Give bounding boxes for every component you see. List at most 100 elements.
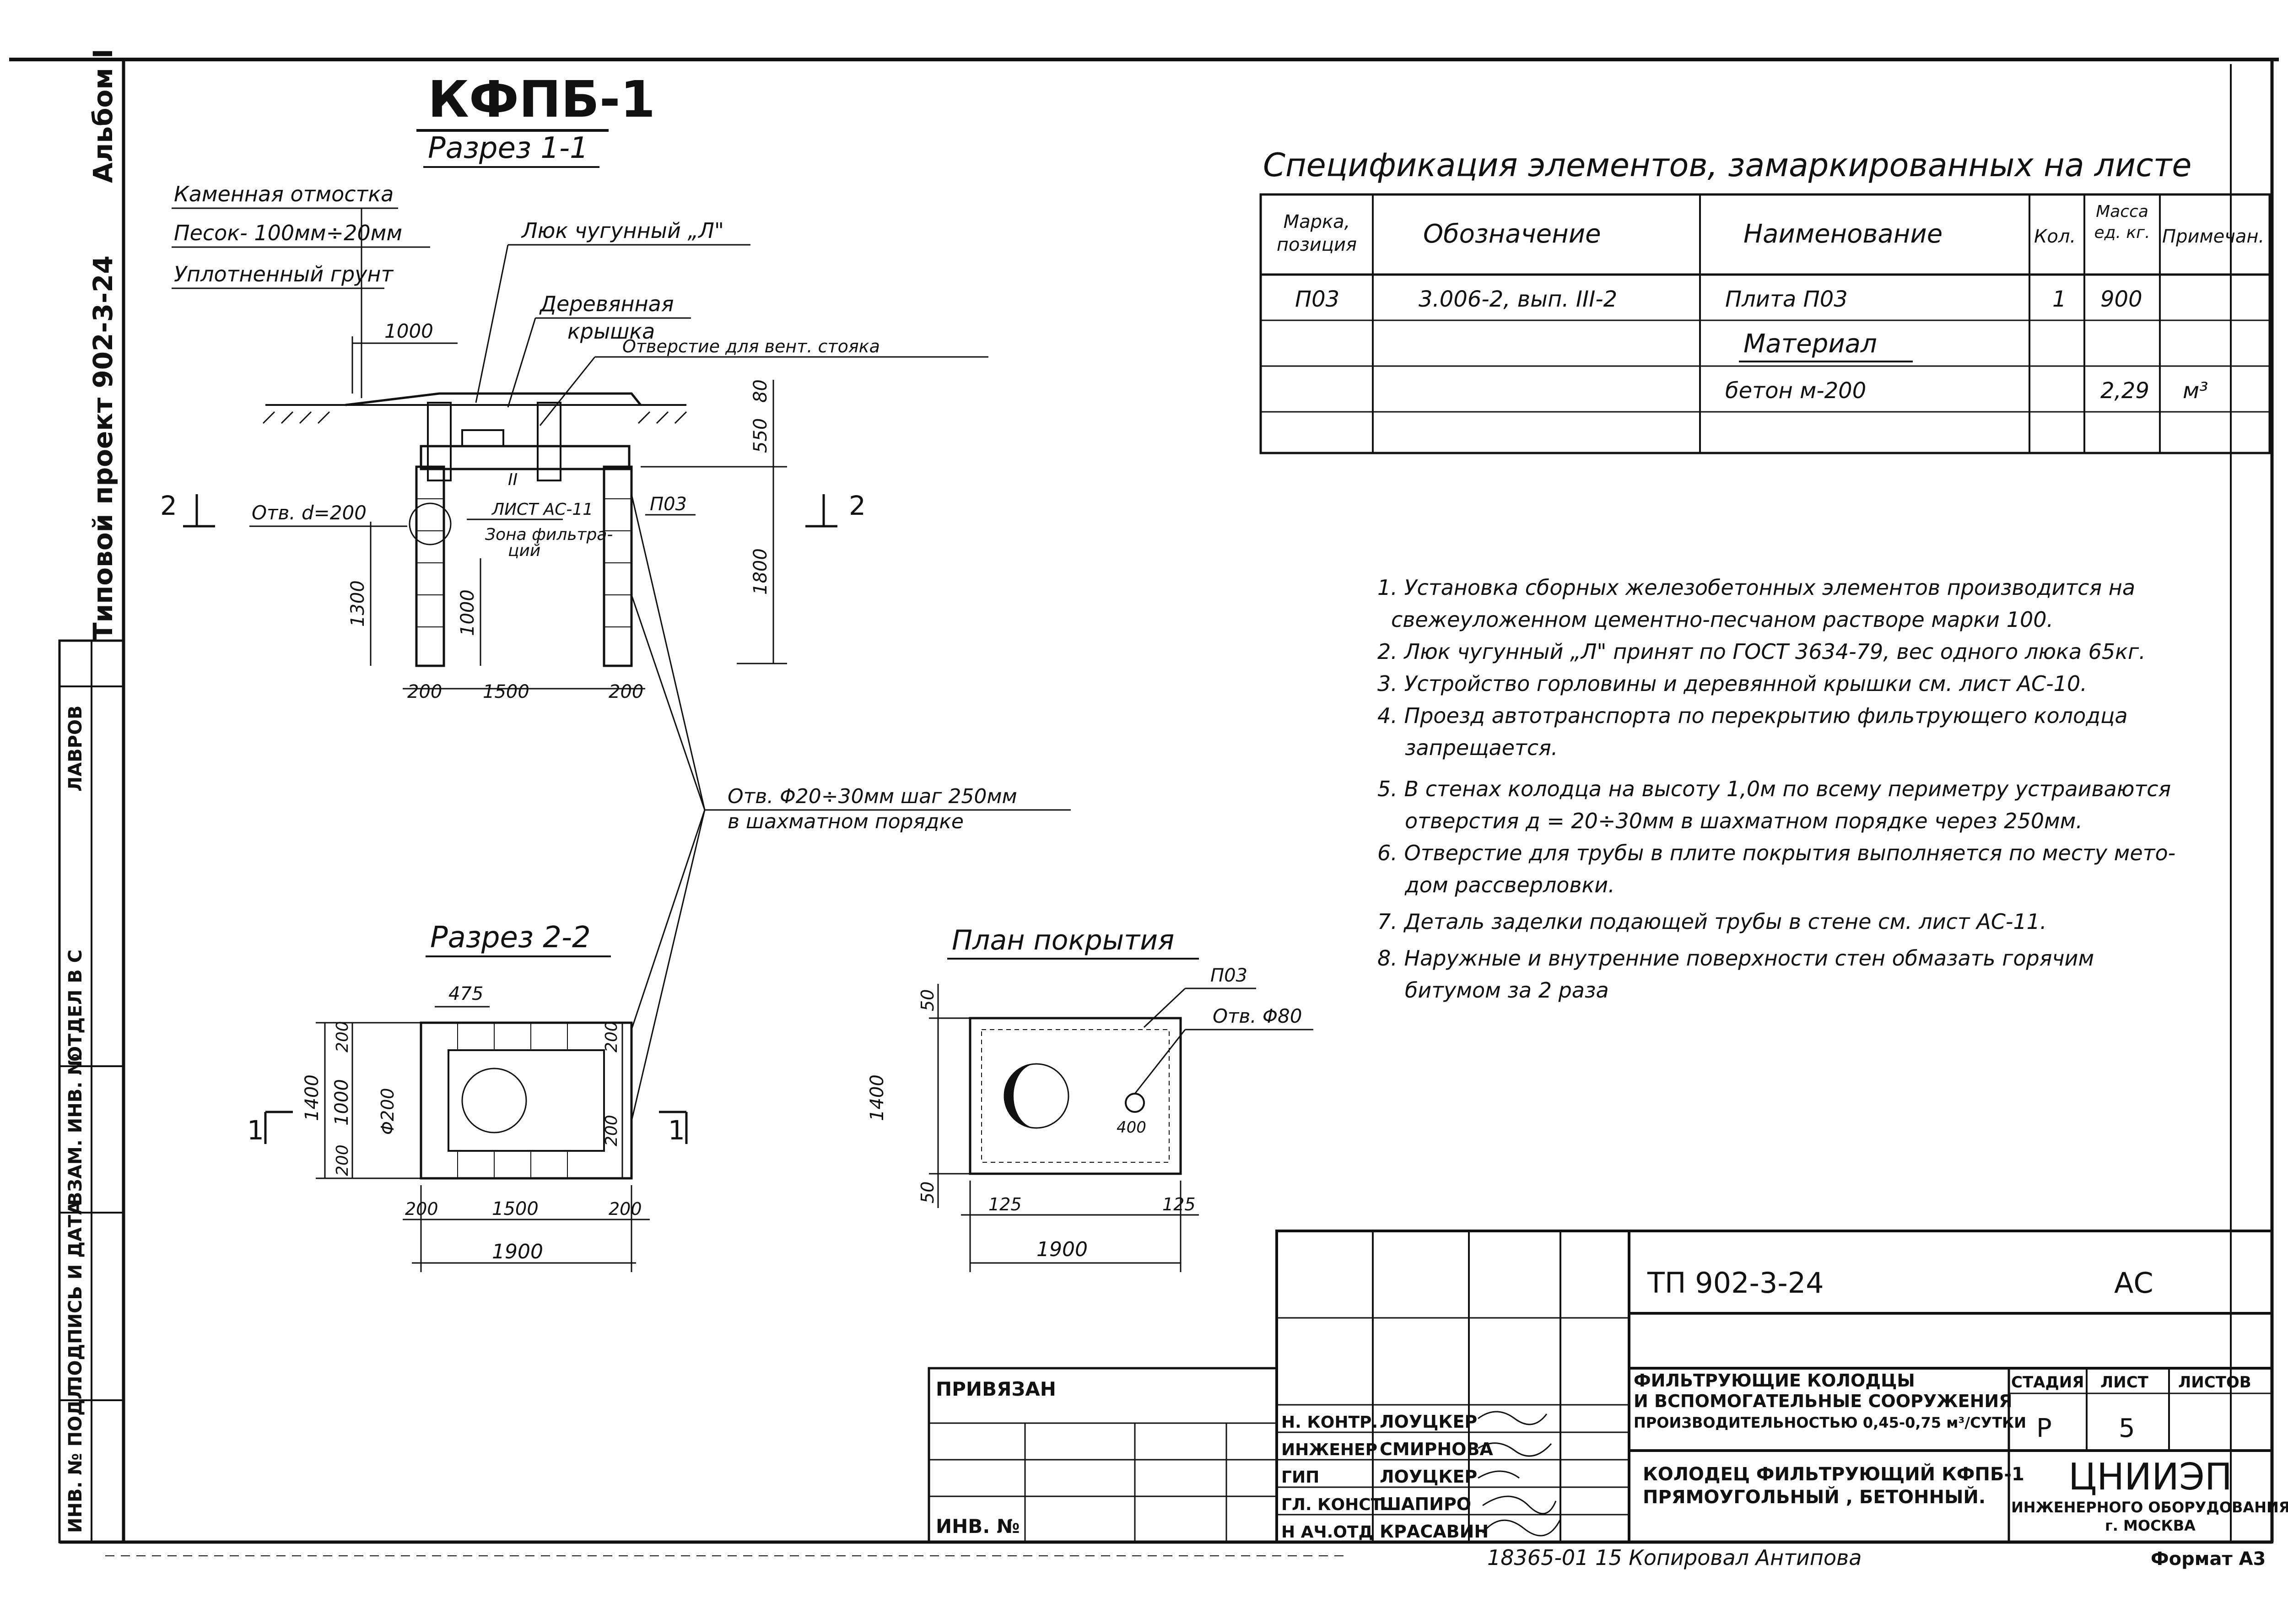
s2-dim-1400: 1400 [302, 1074, 323, 1121]
section-1-title: Разрез 1-1 [428, 131, 588, 165]
label-hatch: Люк чугунный „Л" [521, 218, 724, 243]
label-poz-s1: П03 [650, 494, 687, 515]
notes: 1. Установка сборных железобетонных элем… [1377, 575, 2175, 1003]
note-1b: свежеуложенном цементно-песчаном раствор… [1391, 607, 2053, 632]
label-hole-d200: Отв. d=200 [252, 502, 367, 524]
stamp-code: ТП 902-3-24 [1647, 1266, 1824, 1300]
layer-sand: Песок- 100мм÷20мм [174, 221, 402, 245]
cut-mark-right: 2 [849, 490, 866, 521]
cut-mark-1-right: 1 [668, 1115, 685, 1146]
s1-dim-1300: 1300 [347, 580, 368, 627]
spec-h-designation: Обозначение [1423, 219, 1601, 249]
spec-r1-name: Плита П03 [1725, 286, 1848, 312]
note-7: 7. Деталь заделки подающей трубы в стене… [1377, 909, 2047, 934]
s1-dim-200b: 200 [609, 681, 643, 702]
strip-vzam: ВЗАМ. ИНВ. № [65, 1053, 86, 1206]
s2-dim-w1500: 1500 [492, 1198, 539, 1219]
stamp-role-4: ГЛ. КОНСТ. [1281, 1495, 1388, 1514]
stamp-object-1: ФИЛЬТРУЮЩИЕ КОЛОДЦЫ [1634, 1370, 1915, 1391]
plan-dim-125b: 125 [1162, 1194, 1196, 1214]
spec-r1-qty: 1 [2052, 286, 2067, 312]
spec-r1-mass: 900 [2100, 286, 2142, 312]
cut-mark-left: 2 [160, 490, 177, 521]
s1-dim-80: 80 [750, 379, 771, 403]
s1-dim-550: 550 [750, 418, 771, 453]
stamp-org: ЦНИИЭП [2068, 1456, 2232, 1498]
label-cover-2: крышка [567, 319, 655, 344]
plan-dim-50b: 50 [917, 1182, 938, 1203]
spec-h-name: Наименование [1743, 219, 1943, 249]
stamp-org-sub-1: ИНЖЕНЕРНОГО ОБОРУДОВАНИЯ [2011, 1499, 2288, 1516]
stamp-sheet: 5 [2119, 1414, 2135, 1443]
plan-dim-50a: 50 [917, 989, 938, 1011]
plan-dim-400: 400 [1117, 1118, 1146, 1137]
spec-h-mark: Марка, позиция [1277, 211, 1357, 255]
s2-dim-475: 475 [448, 983, 483, 1004]
s1-dim-top: 1000 [384, 320, 433, 342]
main-title: КФПБ-1 [428, 70, 655, 129]
note-4a: 4. Проезд автотранспорта по перекрытию ф… [1377, 703, 2128, 728]
section-1-1: Разрез 1-1 Каменная отмостка Песок- 100м… [160, 131, 988, 702]
note-5a: 5. В стенах колодца на высоту 1,0м по вс… [1377, 777, 2171, 801]
spec-h-note: Примечан. [2162, 226, 2264, 247]
spec-r3-mass: 2,29 [2100, 378, 2149, 404]
section-2-title: Разрез 2-2 [430, 921, 591, 955]
plan-label-hole: Отв. Φ80 [1213, 1005, 1302, 1027]
stamp-sheet-title-1: КОЛОДЕЦ ФИЛЬТРУЮЩИЙ КФПБ-1 [1643, 1463, 2024, 1485]
note-2: 2. Люк чугунный „Л" принят по ГОСТ 3634-… [1377, 639, 2146, 664]
plan-dim-1400: 1400 [867, 1074, 888, 1121]
s1-dim-200a: 200 [407, 681, 442, 702]
project-side-label: Типовой проект 902-3-24 [87, 255, 119, 641]
label-node-1: II [508, 470, 518, 489]
s2-dim-1000: 1000 [331, 1079, 352, 1126]
spec-h-mass: Масса ед. кг. [2094, 202, 2150, 242]
s2-dim-w1900: 1900 [492, 1240, 543, 1263]
spec-r3-note: м³ [2183, 378, 2208, 404]
layer-stone: Каменная отмостка [174, 182, 394, 206]
stamp-inv: ИНВ. № [936, 1515, 1020, 1538]
stamp-object-3: ПРОИЗВОДИТЕЛЬНОСТЬЮ 0,45-0,75 м³/СУТКИ [1634, 1414, 2026, 1431]
note-4b: запрещается. [1405, 735, 1558, 760]
stamp-name-1: ЛОУЦКЕР [1380, 1412, 1477, 1432]
plan-dim-1900: 1900 [1036, 1238, 1088, 1261]
note-3: 3. Устройство горловины и деревянной кры… [1377, 671, 2087, 696]
label-zone-2: ций [508, 541, 540, 560]
spec-r2-name: Материал [1743, 329, 1877, 359]
note-8b: битумом за 2 раза [1405, 978, 1609, 1003]
holes-note-2: в шахматном порядке [728, 810, 964, 833]
s2-dim-w200b: 200 [609, 1199, 642, 1219]
stamp-format: Формат А3 [2151, 1548, 2266, 1570]
cut-mark-1-left: 1 [247, 1115, 264, 1146]
stamp-stage: Р [2036, 1414, 2052, 1443]
spec-h-qty: Кол. [2034, 226, 2076, 247]
stamp-stage-h: СТАДИЯ [2011, 1373, 2084, 1392]
s2-dim-d200: Φ200 [378, 1088, 398, 1135]
stamp-role-3: ГИП [1281, 1468, 1319, 1487]
layer-soil: Уплотненный грунт [174, 262, 394, 286]
strip-lavrov: ЛАВРОВ [65, 706, 86, 792]
spec-title: Спецификация элементов, замаркированных … [1263, 146, 2192, 184]
stamp-name-5: КРАСАВИН [1380, 1521, 1489, 1542]
strip-otdel: ОТДЕЛ В С [65, 950, 86, 1062]
title-block: ПРИВЯЗАН ИНВ. № ТП 902-3-24 АС Н. КОНТР.… [928, 1230, 2288, 1543]
note-6a: 6. Отверстие для трубы в плите покрытия … [1377, 841, 2175, 865]
holes-note-1: Отв. Φ20÷30мм шаг 250мм [728, 785, 1017, 808]
plan-label-poz: П03 [1210, 965, 1247, 986]
plan-title: План покрытия [952, 924, 1174, 956]
s1-dim-1800: 1800 [750, 548, 771, 595]
s2-dim-200b: 200 [333, 1144, 352, 1176]
stamp-bottom: 18365-01 15 Копировал Антипова [1487, 1545, 1862, 1570]
spec-r1-designation: 3.006-2, вып. III-2 [1419, 286, 1617, 312]
specification-table: Спецификация элементов, замаркированных … [1259, 146, 2271, 454]
note-5b: отверстия д = 20÷30мм в шахматном порядк… [1405, 809, 2083, 833]
stamp-sheets-h: ЛИСТОВ [2178, 1373, 2251, 1392]
label-zone-1: Зона фильтра- [485, 525, 613, 544]
left-strip: ИНВ. № ПОДЛ. ПОДПИСЬ И ДАТА ВЗАМ. ИНВ. №… [58, 639, 125, 1543]
stamp-name-2: СМИРНОВА [1380, 1439, 1493, 1459]
spec-r3-name: бетон м-200 [1725, 378, 1866, 404]
section-2-2: Разрез 2-2 475 1400 1000 200 200 200 200… [247, 921, 688, 1272]
stamp-role-1: Н. КОНТР. [1281, 1413, 1378, 1432]
plan-dim-125a: 125 [988, 1194, 1022, 1214]
plan-cover: План покрытия П03 Отв. Φ80 400 50 1400 5… [867, 924, 1313, 1272]
